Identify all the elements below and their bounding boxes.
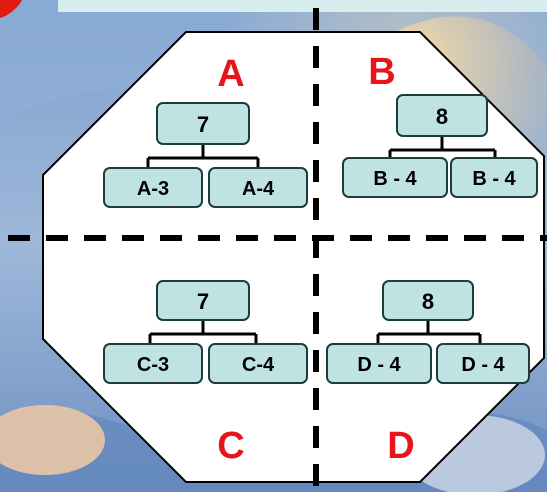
node-label: B - 4: [472, 168, 516, 190]
quadrant-label: A: [217, 53, 244, 95]
node-label: 7: [197, 289, 209, 314]
quadrant-label: D: [387, 425, 414, 467]
node-label: D - 4: [357, 354, 401, 376]
node-label: D - 4: [461, 354, 505, 376]
quadrant-label: C: [217, 425, 244, 467]
node-label: 7: [197, 112, 209, 137]
node-label: A-4: [242, 178, 275, 200]
node-label: B - 4: [373, 168, 417, 190]
top-band: [58, 0, 547, 12]
quadrant-label: B: [368, 51, 395, 93]
node-label: C-3: [137, 354, 169, 376]
node-label: 8: [422, 289, 434, 314]
node-label: C-4: [242, 354, 275, 376]
node-label: 8: [436, 104, 448, 129]
node-label: A-3: [137, 178, 169, 200]
